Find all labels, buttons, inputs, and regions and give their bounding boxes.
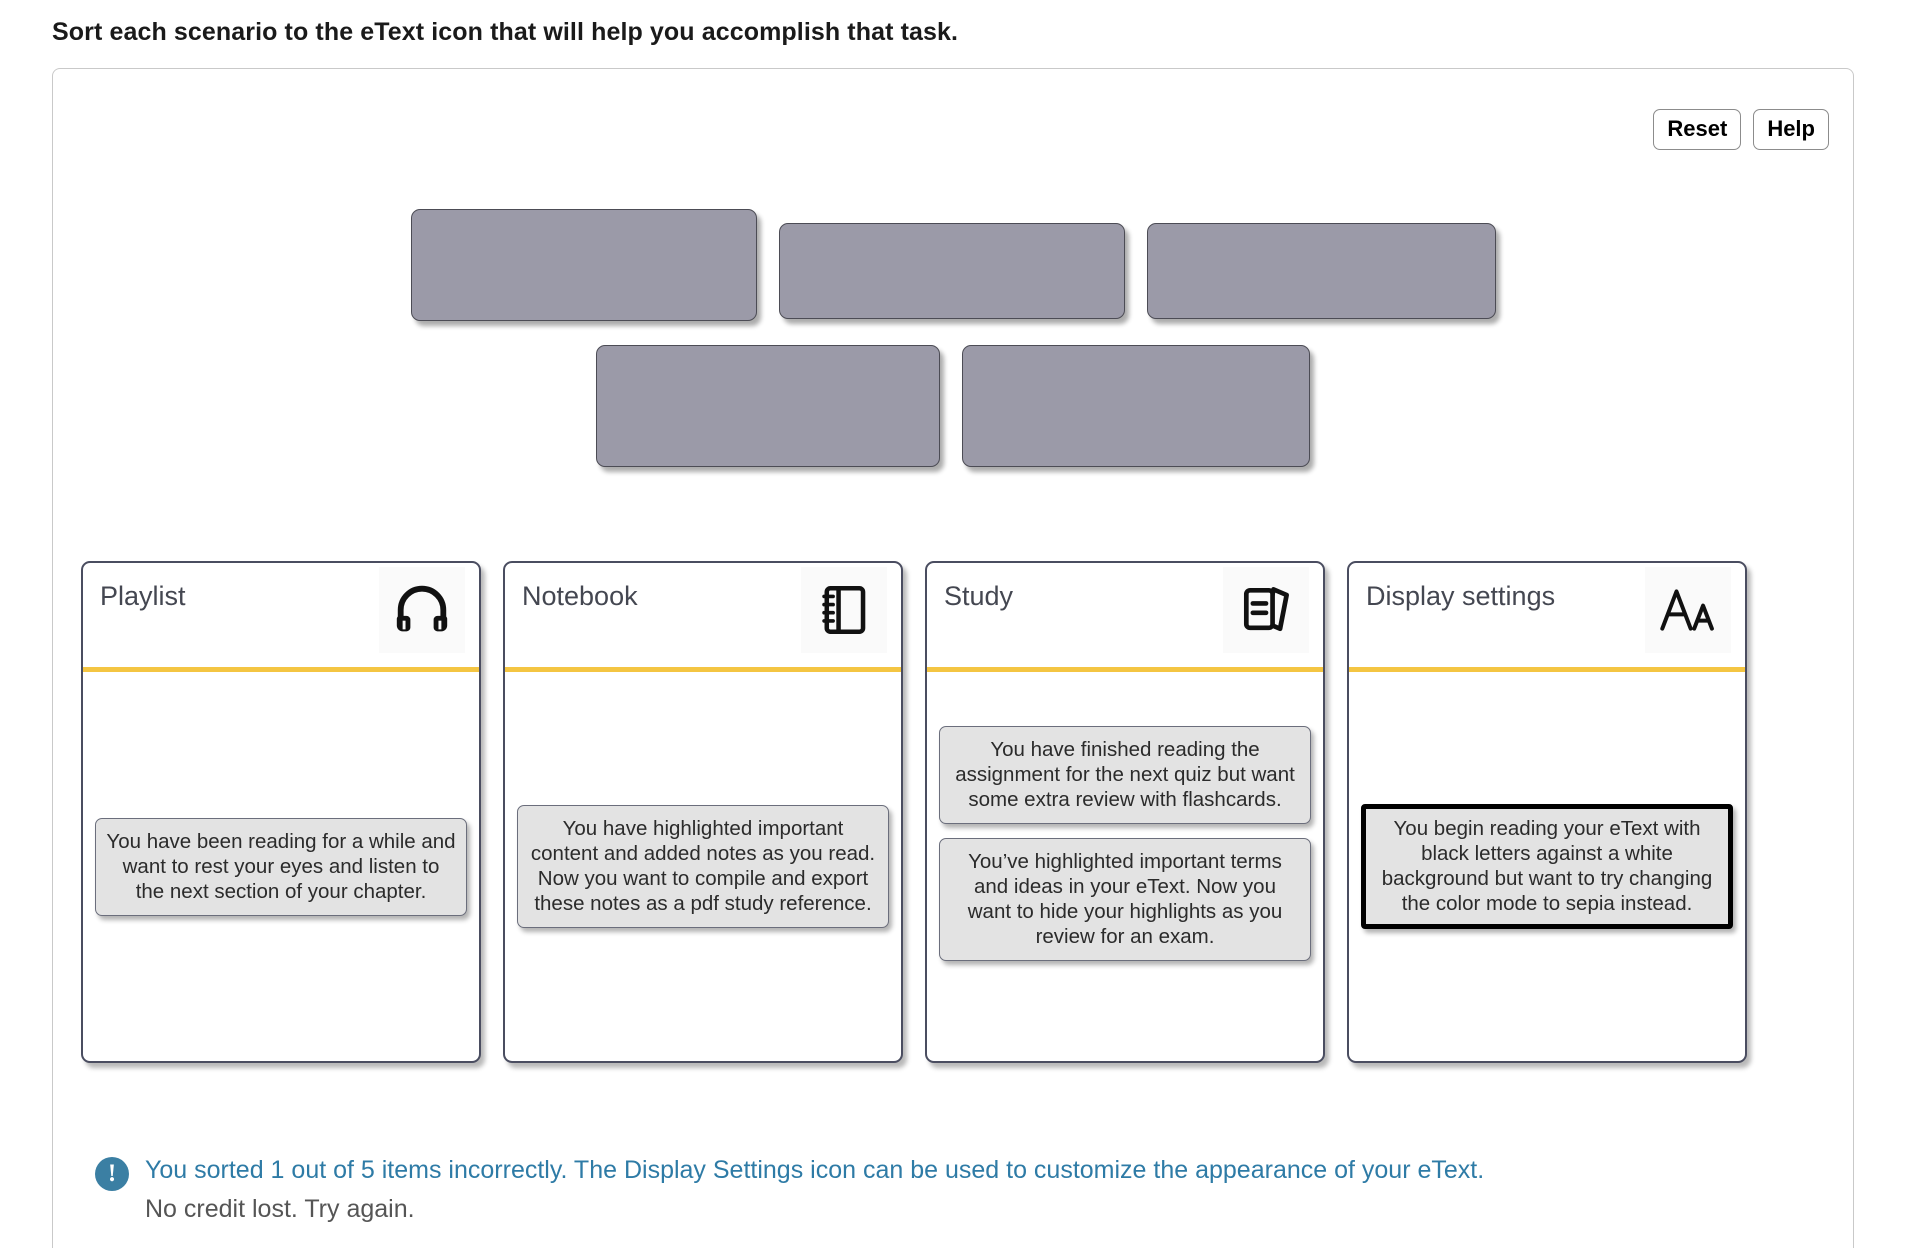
category-dropzone[interactable]: You have finished reading the assignment…	[927, 672, 1323, 1061]
feedback-message: ! You sorted 1 out of 5 items incorrectl…	[95, 1154, 1484, 1226]
category-study[interactable]: Study You have finished reading the assi…	[925, 561, 1325, 1063]
unsorted-tile-tray	[53, 209, 1853, 549]
activity-panel: Reset Help Playlist	[52, 68, 1854, 1248]
scenario-tile[interactable]: You have highlighted important content a…	[517, 805, 889, 928]
scenario-tile[interactable]: You have finished reading the assignment…	[939, 726, 1311, 824]
spiral-notebook-icon	[801, 567, 887, 653]
empty-slot-1[interactable]	[410, 209, 757, 321]
category-header: Playlist	[83, 563, 479, 672]
headphones-icon	[379, 567, 465, 653]
category-title: Display settings	[1366, 581, 1556, 611]
empty-slot-4[interactable]	[596, 345, 940, 467]
category-header: Study	[927, 563, 1323, 672]
category-dropzone[interactable]: You begin reading your eText with black …	[1349, 672, 1745, 1061]
category-display-settings[interactable]: Display settings You begin reading your …	[1347, 561, 1747, 1063]
category-columns: Playlist You have been reading for a whi…	[81, 561, 1827, 1063]
feedback-primary-line: You sorted 1 out of 5 items incorrectly.…	[145, 1156, 1485, 1184]
empty-slot-5[interactable]	[962, 345, 1310, 467]
category-dropzone[interactable]: You have highlighted important content a…	[505, 672, 901, 1061]
category-playlist[interactable]: Playlist You have been reading for a whi…	[81, 561, 481, 1063]
category-header: Display settings	[1349, 563, 1745, 672]
flashcards-icon	[1223, 567, 1309, 653]
reset-button[interactable]: Reset	[1653, 109, 1742, 150]
empty-slot-3[interactable]	[1146, 223, 1496, 319]
exclamation-circle-icon: !	[95, 1157, 129, 1191]
feedback-text: You sorted 1 out of 5 items incorrectly.…	[145, 1154, 1484, 1226]
page-title: Sort each scenario to the eText icon tha…	[52, 18, 959, 46]
category-title: Playlist	[100, 581, 186, 611]
empty-slot-2[interactable]	[778, 223, 1125, 319]
category-notebook[interactable]: Notebook	[503, 561, 903, 1063]
scenario-tile-incorrect[interactable]: You begin reading your eText with black …	[1361, 804, 1733, 929]
category-title: Notebook	[522, 581, 638, 611]
font-size-aa-icon	[1645, 567, 1731, 653]
toolbar: Reset Help	[1653, 109, 1829, 150]
tray-row-bottom	[53, 345, 1853, 467]
scenario-tile[interactable]: You have been reading for a while and wa…	[95, 817, 467, 916]
feedback-secondary-line: No credit lost. Try again.	[145, 1195, 415, 1223]
help-button[interactable]: Help	[1753, 109, 1829, 150]
category-header: Notebook	[505, 563, 901, 672]
category-title: Study	[944, 581, 1014, 611]
category-dropzone[interactable]: You have been reading for a while and wa…	[83, 672, 479, 1061]
tray-row-top	[53, 209, 1853, 321]
scenario-tile[interactable]: You’ve highlighted important terms and i…	[939, 838, 1311, 961]
